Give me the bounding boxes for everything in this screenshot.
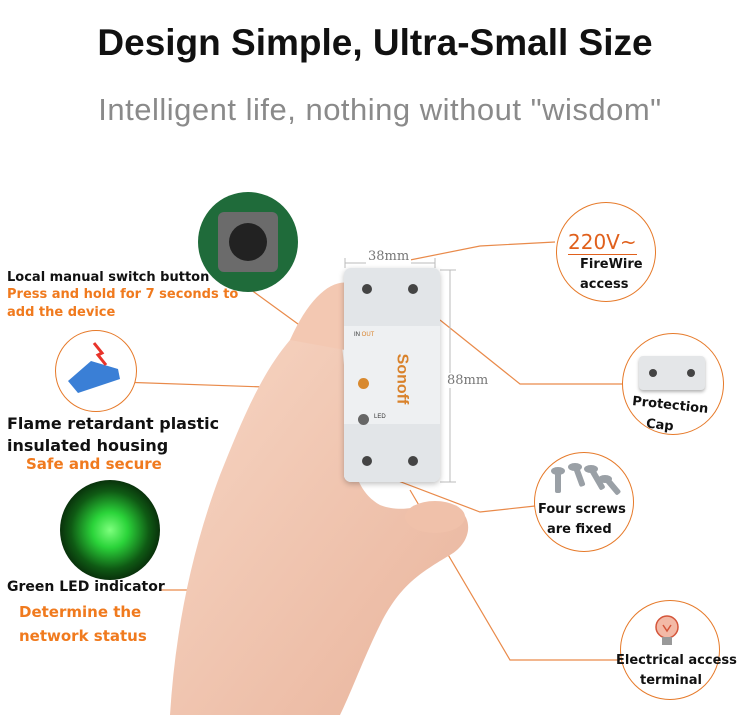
brand-logo: Sonoff [393,353,411,405]
switch-button-note-1: Press and hold for 7 seconds to [7,287,239,302]
sonoff-device: Sonoff IN OUT LED [344,268,440,482]
width-dimension: 38mm [366,249,412,264]
cap-icon [639,356,705,390]
screw-hole-icon [408,284,418,294]
out-label: OUT [361,332,375,338]
screws-label-2: are fixed [547,522,612,537]
firewire-label-1: FireWire [580,257,643,272]
top-cap [344,268,440,326]
flame-hand-closeup [55,330,137,412]
led-indicator [358,414,369,425]
screw-hole-icon [362,456,372,466]
housing-note: Safe and secure [26,455,162,473]
terminal-label-2: terminal [640,673,702,688]
led-note-2: network status [19,627,147,645]
switch-button-label: Local manual switch button [7,270,210,285]
protection-cap-label-2: Cap [645,416,675,435]
screws-circle [534,452,634,552]
leader-firewire [399,241,556,263]
housing-label-1: Flame retardant plastic [7,414,220,433]
green-led-closeup [60,480,160,580]
leader-cap [439,319,625,385]
switch-button-note-2: add the device [7,305,116,320]
led-note-1: Determine the [19,603,142,621]
bottom-cap [344,424,440,482]
brand-area: Sonoff [393,338,436,418]
led-label: Green LED indicator [7,579,165,595]
device-io-labels: IN OUT [354,332,398,354]
screw-hole-icon [362,284,372,294]
height-dimension: 88mm [445,373,491,388]
screws-icon [551,463,621,495]
led-label: LED [374,414,386,420]
terminal-circle [620,600,720,700]
screw-hole-icon [408,456,418,466]
housing-label-2: insulated housing [7,436,169,455]
tactile-button-icon [229,223,267,261]
page-title: Design Simple, Ultra-Small Size [97,22,653,63]
voltage-label: 220V~ [568,230,637,255]
switch-button-closeup [198,192,298,292]
switch-button[interactable] [358,378,369,389]
flame-hand-icon [68,342,120,393]
firewire-circle [556,202,656,302]
terminal-label-1: Electrical access [616,653,737,668]
page-subtitle: Intelligent life, nothing without "wisdo… [98,92,662,127]
leader-screws [379,473,536,513]
firewire-label-2: access [580,277,629,292]
protection-cap-circle [622,333,724,435]
in-label: IN [354,332,360,338]
hand-illustration [170,282,469,715]
lightbulb-icon [655,615,679,645]
screws-label-1: Four screws [538,502,626,517]
